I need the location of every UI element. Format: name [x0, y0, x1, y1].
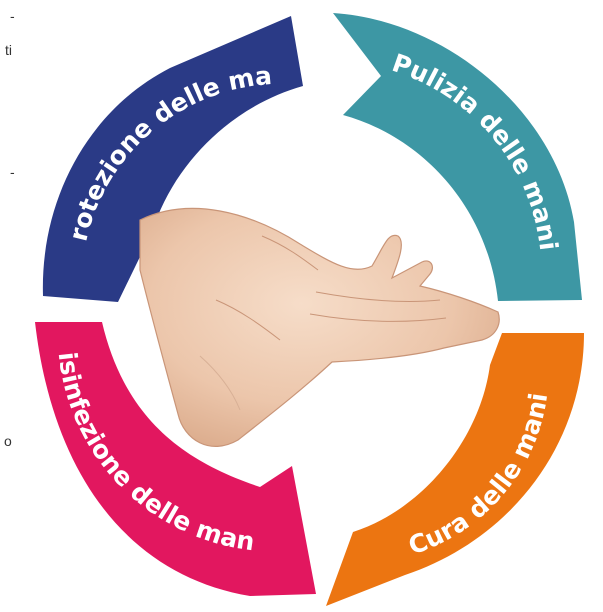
- segment-cura: [326, 333, 584, 606]
- segment-disinfezione: [35, 322, 316, 596]
- margin-text-fragment: ti: [5, 42, 12, 58]
- hands-icon: [139, 207, 500, 447]
- margin-text-fragment: -: [10, 8, 15, 24]
- segment-protezione: [42, 16, 303, 302]
- margin-text-fragment: -: [10, 164, 15, 180]
- margin-text-fragment: o: [4, 433, 12, 449]
- segment-pulizia: [333, 13, 582, 301]
